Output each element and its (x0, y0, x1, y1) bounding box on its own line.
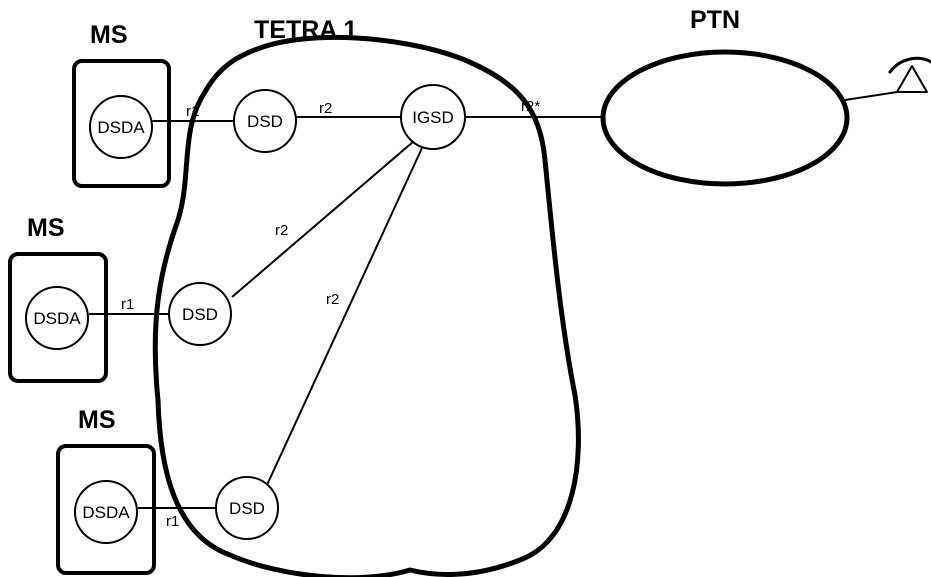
dsd-label: DSD (182, 305, 218, 324)
r2-label-top: r2 (319, 100, 332, 117)
dsd-label: DSD (247, 112, 283, 131)
dsda-node (25, 286, 89, 350)
link-dsd2-igsd (231, 140, 415, 298)
mobile-station-1: MS DSDA DSD r1 (72, 21, 297, 188)
dsd-node (215, 476, 279, 540)
igsd-label: IGSD (412, 108, 454, 127)
link-dsd3-igsd (266, 147, 423, 486)
ms-box (56, 444, 156, 575)
dsd-node (233, 89, 297, 153)
tetra-network-boundary (152, 34, 581, 577)
dsda-label: DSDA (33, 309, 81, 328)
dsda-label: DSDA (82, 503, 130, 522)
mobile-station-2: MS DSDA DSD r1 (8, 214, 232, 383)
mobile-station-3: MS DSDA DSD r1 (56, 406, 279, 575)
ptn-title: PTN (690, 6, 740, 34)
r2-star-label: r2* (521, 98, 540, 115)
dsda-node (89, 95, 153, 159)
r1-label: r1 (121, 296, 134, 313)
ms-box (72, 59, 171, 188)
telephone-icon (888, 56, 931, 93)
ms-label: MS (90, 21, 128, 49)
tetra-network-title: TETRA 1 (254, 16, 357, 44)
dsda-label: DSDA (97, 118, 145, 137)
ms-label: MS (78, 406, 116, 434)
r1-label: r1 (186, 103, 199, 120)
igsd-node (400, 84, 466, 150)
ms-label: MS (27, 214, 65, 242)
dsda-node (74, 480, 138, 544)
r2-label-bottom: r2 (326, 291, 339, 308)
r1-label: r1 (166, 513, 179, 530)
r2-label-middle: r2 (275, 222, 288, 239)
link-ptn-terminal (844, 91, 898, 101)
dsd-node (168, 282, 232, 346)
ms-box (8, 252, 108, 383)
ptn-network-ellipse (600, 49, 850, 187)
dsd-label: DSD (229, 499, 265, 518)
